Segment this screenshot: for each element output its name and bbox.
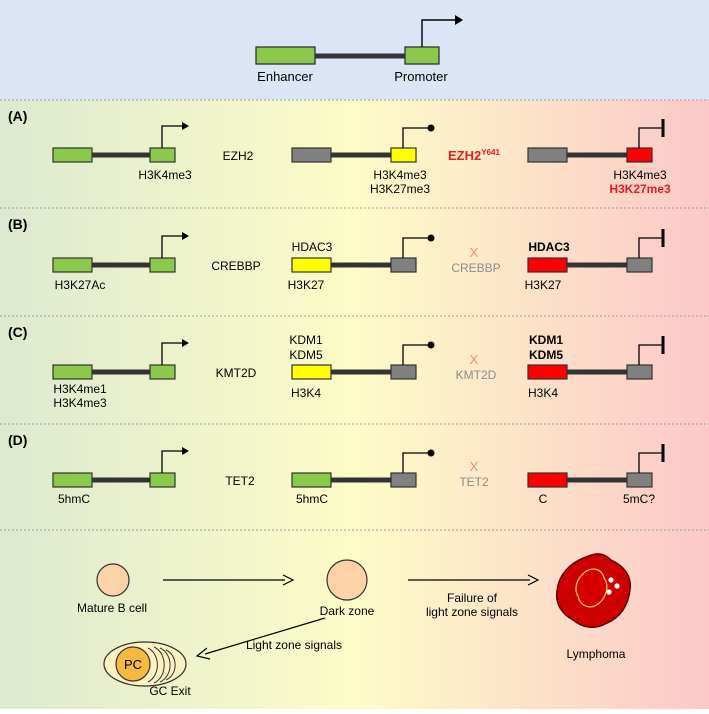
enhancer-box bbox=[52, 364, 93, 380]
arrow-icon bbox=[182, 232, 189, 240]
enhancer-box bbox=[527, 472, 568, 488]
promoter-box bbox=[149, 364, 176, 380]
enzyme-label: TET2 bbox=[225, 474, 255, 488]
enhancer-box bbox=[52, 257, 93, 273]
right-mark-label: H3K27 bbox=[525, 278, 562, 292]
arrow-icon bbox=[182, 339, 189, 347]
left-mark-label: H3K4me3 bbox=[53, 396, 107, 410]
promoter-box bbox=[390, 147, 417, 163]
mature-b-cell-icon bbox=[96, 563, 130, 597]
enzyme-label: KMT2D bbox=[216, 366, 257, 380]
promoter-box bbox=[626, 364, 653, 380]
gc-exit-label: GC Exit bbox=[149, 684, 191, 698]
panel-id: (B) bbox=[8, 216, 27, 232]
right-mark-label: H3K4me3 bbox=[613, 168, 667, 182]
panel-id: (C) bbox=[8, 324, 27, 340]
mid-top-label: KDM1 bbox=[289, 333, 323, 347]
promoter-box bbox=[626, 472, 653, 488]
dark-zone-label: Dark zone bbox=[320, 604, 375, 618]
promoter-box bbox=[390, 257, 417, 273]
right-top-label: HDAC3 bbox=[528, 240, 570, 254]
arrow-icon bbox=[182, 122, 189, 130]
left-mark-label: H3K27Ac bbox=[55, 278, 106, 292]
mid-mark-label: H3K4me3 bbox=[373, 168, 427, 182]
bottom-flow: Mature B cell Dark zone Failure of light… bbox=[77, 553, 632, 698]
panel-b: (B) H3K27Ac CREBBP HDAC3 H3K27 X CREBBP … bbox=[8, 216, 665, 292]
enhancer-box bbox=[527, 364, 568, 380]
promoter-box bbox=[390, 364, 417, 380]
lost-enzyme-label: KMT2D bbox=[456, 368, 497, 382]
mid-mark-label: H3K27me3 bbox=[370, 182, 430, 196]
promoter-box bbox=[390, 472, 417, 488]
right-mark-label: C bbox=[539, 492, 548, 506]
mid-mark-label: H3K4 bbox=[291, 386, 321, 400]
nucleus-icon bbox=[115, 646, 151, 682]
promoter-box bbox=[149, 472, 176, 488]
light-zone-signals-label: Light zone signals bbox=[246, 638, 342, 652]
right-mark-label-red: H3K27me3 bbox=[609, 182, 671, 196]
promoter-box bbox=[404, 46, 440, 65]
loss-x-mark: X bbox=[470, 245, 479, 260]
right-top-label: KDM1 bbox=[529, 333, 563, 347]
poised-dot-icon bbox=[427, 124, 435, 132]
failure-label: Failure of bbox=[447, 591, 498, 605]
lost-enzyme-label: CREBBP bbox=[451, 261, 500, 275]
left-mark-label: H3K4me1 bbox=[53, 382, 107, 396]
panel-id: (A) bbox=[8, 108, 27, 124]
right-mark-label: 5mC? bbox=[623, 492, 655, 506]
enhancer-box bbox=[527, 257, 568, 273]
mature-b-cell-label: Mature B cell bbox=[77, 601, 147, 615]
arrow-icon bbox=[455, 15, 463, 25]
enhancer-label: Enhancer bbox=[257, 69, 313, 84]
poised-dot-icon bbox=[427, 341, 435, 349]
left-mark-label: 5hmC bbox=[58, 492, 90, 506]
arrow-icon bbox=[282, 574, 295, 586]
enhancer-box bbox=[52, 147, 93, 163]
enhancer-box bbox=[291, 364, 332, 380]
promoter-box bbox=[149, 147, 176, 163]
lymphoma-label: Lymphoma bbox=[567, 647, 626, 661]
poised-dot-icon bbox=[427, 234, 435, 242]
promoter-label: Promoter bbox=[394, 69, 448, 84]
promoter-box bbox=[626, 257, 653, 273]
enhancer-box bbox=[255, 46, 316, 65]
panel-d: (D) 5hmC TET2 5hmC X TET2 C 5mC? bbox=[8, 432, 665, 506]
enhancer-box bbox=[291, 472, 332, 488]
enhancer-box bbox=[291, 257, 332, 273]
enzyme-label: CREBBP bbox=[211, 259, 260, 273]
poised-dot-icon bbox=[427, 449, 435, 457]
mid-top-label: KDM5 bbox=[289, 348, 323, 362]
loss-x-mark: X bbox=[470, 459, 479, 474]
failure-label: light zone signals bbox=[426, 605, 518, 619]
right-top-label: KDM5 bbox=[529, 348, 563, 362]
arrow-icon bbox=[182, 447, 189, 455]
pc-label: PC bbox=[124, 657, 142, 672]
mutant-enzyme-label: EZH2Y641 bbox=[448, 148, 500, 163]
promoter-box bbox=[149, 257, 176, 273]
lost-enzyme-label: TET2 bbox=[459, 475, 489, 489]
enhancer-box bbox=[52, 472, 93, 488]
panel-a: (A) H3K4me3 EZH2 H3K4me3 H3K27me3 EZH2Y6… bbox=[8, 108, 671, 196]
promoter-box bbox=[626, 147, 653, 163]
panel-id: (D) bbox=[8, 432, 27, 448]
mid-mark-label: 5hmC bbox=[296, 492, 328, 506]
enhancer-box bbox=[527, 147, 568, 163]
arrow-icon bbox=[527, 574, 540, 586]
top-panel-background bbox=[0, 0, 709, 100]
mid-top-label: HDAC3 bbox=[292, 240, 333, 254]
enhancer-box bbox=[291, 147, 332, 163]
top-gene: Enhancer Promoter bbox=[255, 15, 463, 84]
loss-x-mark: X bbox=[470, 352, 479, 367]
right-mark-label: H3K4 bbox=[528, 386, 558, 400]
dark-zone-cell-icon bbox=[326, 559, 368, 601]
panel-c: (C) H3K4me1 H3K4me3 KMT2D KDM1 KDM5 H3K4… bbox=[8, 324, 665, 410]
mid-mark-label: H3K27 bbox=[288, 278, 325, 292]
arrow-icon bbox=[195, 647, 211, 660]
enzyme-label: EZH2 bbox=[223, 149, 254, 163]
left-mark-label: H3K4me3 bbox=[138, 168, 192, 182]
